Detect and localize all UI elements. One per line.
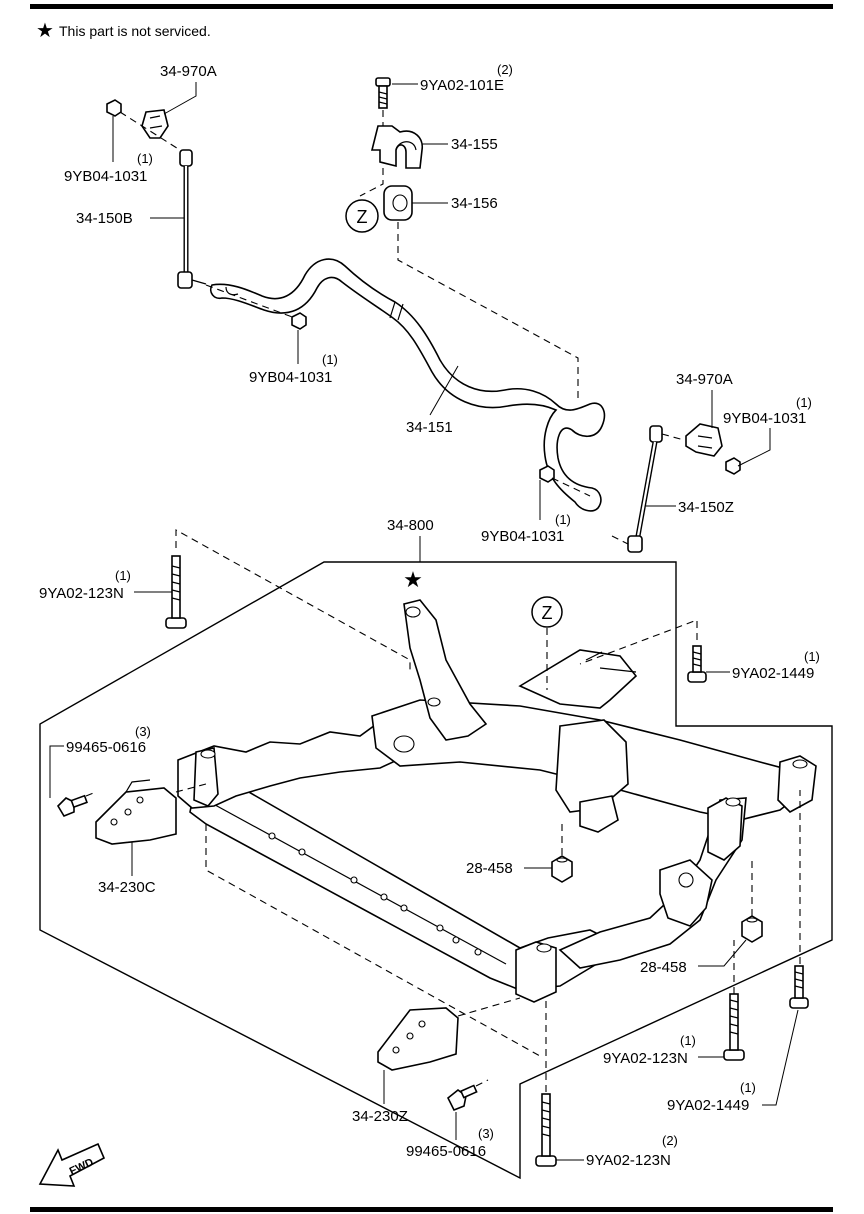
callout-9YA02-1449-b: 9YA02-1449 xyxy=(667,1097,749,1114)
crossmember-bolt-right-upper xyxy=(687,645,707,683)
callout-34-800: 34-800 xyxy=(387,517,434,534)
zone-marker-lower-label: Z xyxy=(542,603,553,623)
callout-9YB04-1031-a-qty: (1) xyxy=(137,151,153,166)
nut-right-upper xyxy=(725,457,741,475)
callout-99465-0616-a-qty: (3) xyxy=(135,724,151,739)
front-crossmember xyxy=(177,599,817,1003)
top-rule xyxy=(30,4,833,9)
crossmember-bolt-left xyxy=(165,555,187,629)
nut-right-lower xyxy=(539,465,555,483)
forward-direction-arrow: FWD xyxy=(38,1142,106,1187)
callout-9YA02-123N-b: 9YA02-123N xyxy=(603,1050,688,1067)
crossmember-bolt-far-right xyxy=(789,965,809,1009)
callout-34-970A-left: 34-970A xyxy=(160,63,217,80)
zone-marker-lower: Z xyxy=(531,596,563,628)
callout-9YA02-1449-a-qty: (1) xyxy=(804,649,820,664)
callout-9YB04-1031-d: 9YB04-1031 xyxy=(481,528,564,545)
nut-left-lower xyxy=(291,312,307,330)
zone-marker-upper: Z xyxy=(345,199,379,233)
callout-34-230C: 34-230C xyxy=(98,879,156,896)
bottom-rule xyxy=(30,1207,833,1212)
crossmember-nut-right xyxy=(741,915,763,943)
crossmember-nut-center xyxy=(551,855,573,883)
callout-34-150B: 34-150B xyxy=(76,210,133,227)
stabilizer-bushing xyxy=(383,185,413,221)
callout-28-458-a: 28-458 xyxy=(466,860,513,877)
stabilizer-link-left xyxy=(177,149,207,289)
callout-34-156: 34-156 xyxy=(451,195,498,212)
crossmember-bracket-left xyxy=(95,779,177,845)
callout-34-230Z: 34-230Z xyxy=(352,1108,408,1125)
callout-9YA02-123N-c-qty: (2) xyxy=(662,1133,678,1148)
nut-left-upper xyxy=(106,99,122,117)
callout-9YA02-123N-b-qty: (1) xyxy=(680,1033,696,1048)
note-text: This part is not serviced. xyxy=(59,23,211,39)
zone-marker-upper-label: Z xyxy=(357,207,368,227)
callout-9YA02-101E-qty: (2) xyxy=(497,62,513,77)
callout-9YB04-1031-d-qty: (1) xyxy=(555,512,571,527)
crossmember-group-frame xyxy=(39,561,833,1180)
callout-99465-0616-b-qty: (3) xyxy=(478,1126,494,1141)
callout-99465-0616-b: 99465-0616 xyxy=(406,1143,486,1160)
not-serviced-star-marker: ★ xyxy=(403,568,423,593)
callout-9YA02-123N-a: 9YA02-123N xyxy=(39,585,124,602)
bracket-bolt-right xyxy=(446,1084,478,1112)
stabilizer-link-right xyxy=(627,425,663,553)
callout-99465-0616-a: 99465-0616 xyxy=(66,739,146,756)
callout-9YA02-123N-a-qty: (1) xyxy=(115,568,131,583)
callout-9YB04-1031-b-qty: (1) xyxy=(322,352,338,367)
callout-9YA02-1449-a: 9YA02-1449 xyxy=(732,665,814,682)
callout-34-970A-right: 34-970A xyxy=(676,371,733,388)
note-star: ★ xyxy=(36,18,54,42)
crossmember-bolt-bottom xyxy=(535,1093,557,1167)
callout-9YB04-1031-c: 9YB04-1031 xyxy=(723,410,806,427)
bracket-bolt-left xyxy=(56,794,88,817)
callout-9YA02-123N-c: 9YA02-123N xyxy=(586,1152,671,1169)
callout-34-150Z: 34-150Z xyxy=(678,499,734,516)
callout-9YB04-1031-a: 9YB04-1031 xyxy=(64,168,147,185)
callout-34-155: 34-155 xyxy=(451,136,498,153)
callout-34-151: 34-151 xyxy=(406,419,453,436)
bushing-bolt xyxy=(375,77,391,109)
callout-28-458-b: 28-458 xyxy=(640,959,687,976)
callout-9YA02-101E: 9YA02-101E xyxy=(420,77,504,94)
link-bracket-right xyxy=(685,423,723,457)
callout-9YA02-1449-b-qty: (1) xyxy=(740,1080,756,1095)
bushing-clamp xyxy=(370,125,424,169)
callout-9YB04-1031-c-qty: (1) xyxy=(796,395,812,410)
crossmember-bolt-right-lower xyxy=(723,993,745,1061)
crossmember-bracket-right xyxy=(377,1007,459,1071)
callout-9YB04-1031-b: 9YB04-1031 xyxy=(249,369,332,386)
